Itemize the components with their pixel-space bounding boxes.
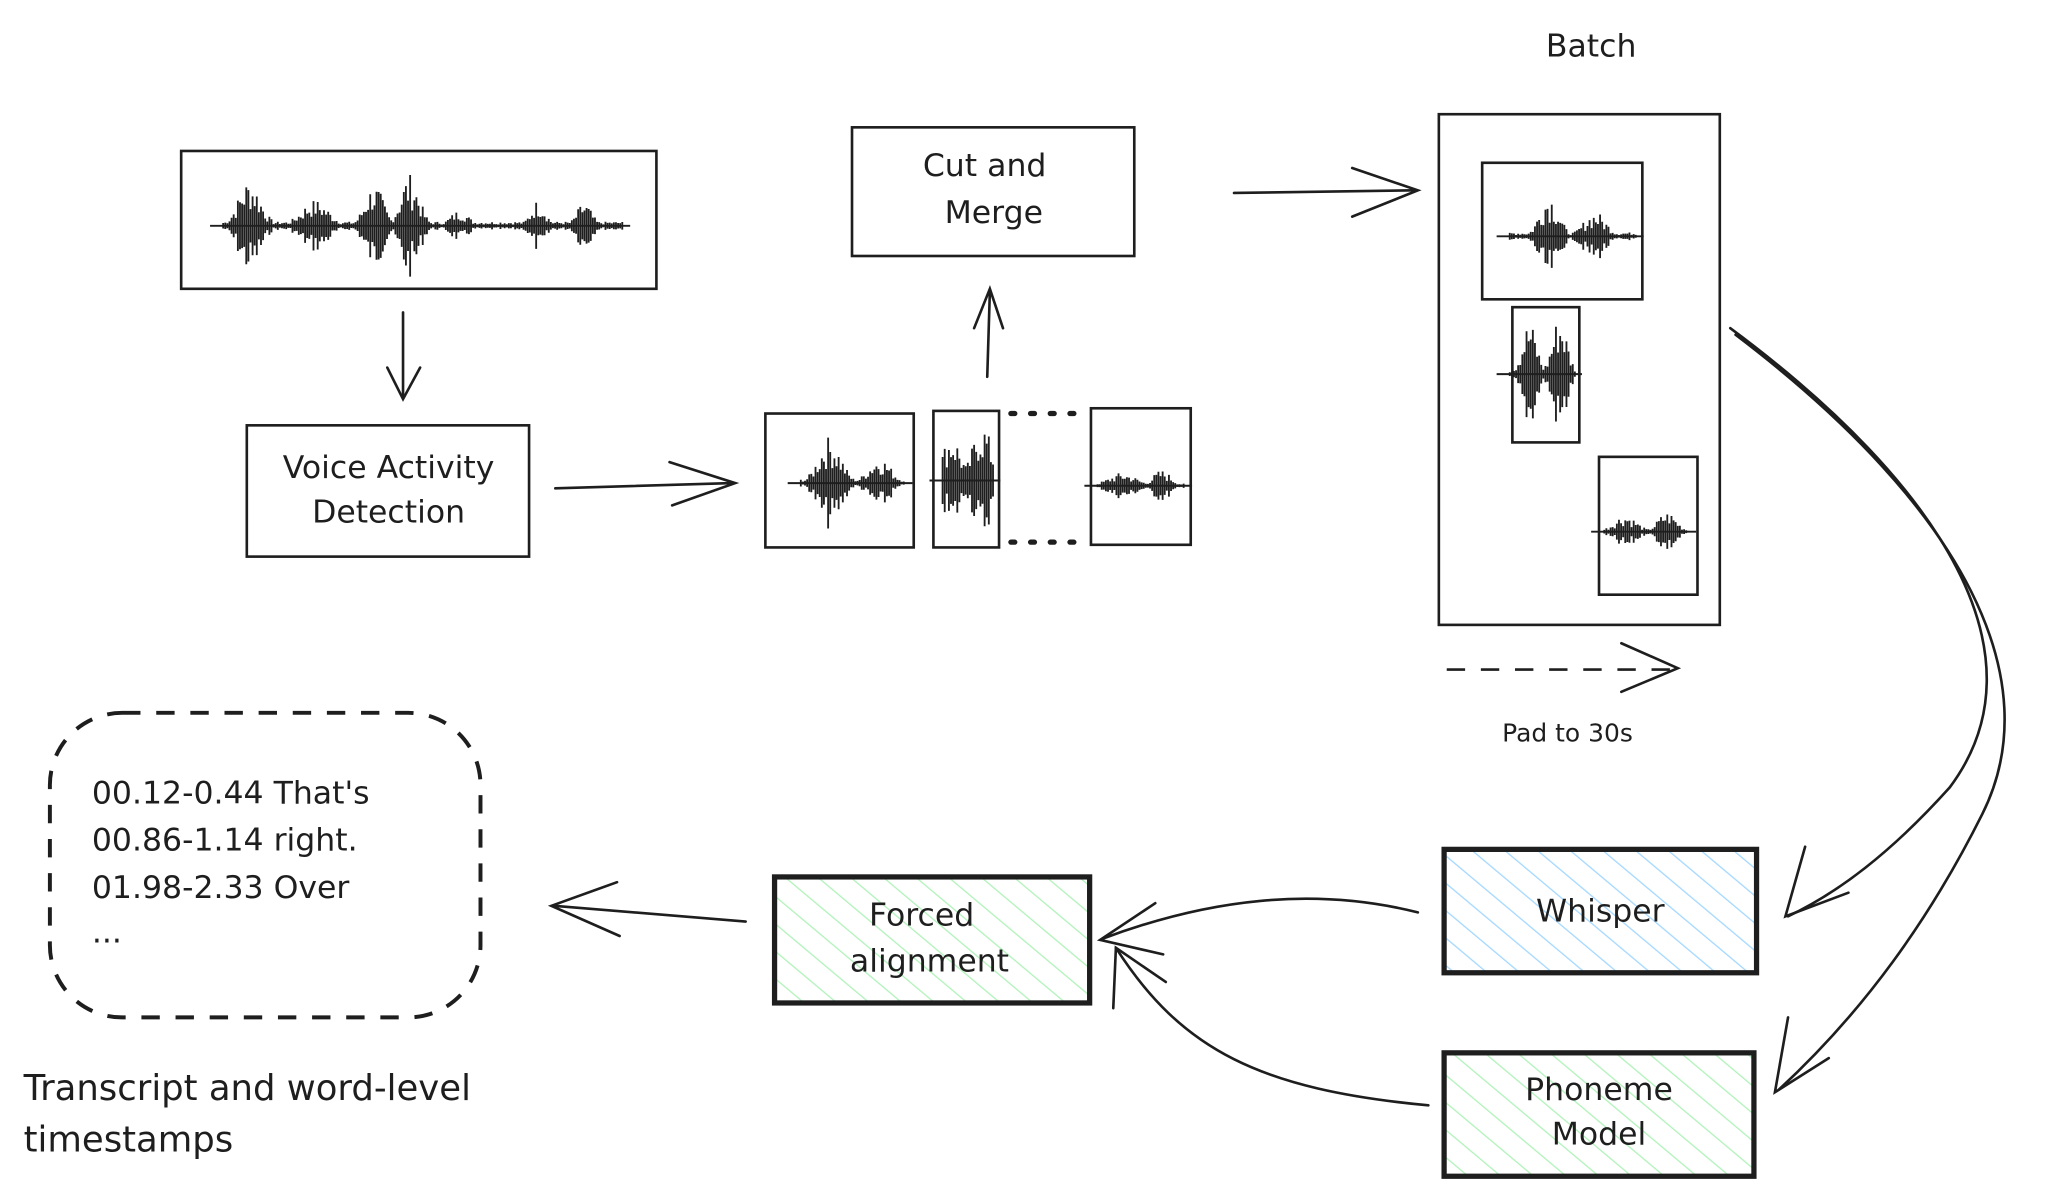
waveform-trace bbox=[222, 174, 624, 277]
waveform-trace bbox=[941, 434, 994, 527]
batch-box bbox=[1437, 112, 1722, 627]
arrow-cut-to-batch bbox=[1232, 189, 1417, 195]
transcript-line-3: 01.98-2.33 Over bbox=[92, 870, 350, 906]
arrowhead bbox=[1096, 901, 1165, 956]
alignment-label-line2: alignment bbox=[850, 943, 1009, 979]
arrowhead bbox=[972, 284, 1005, 330]
phoneme-model-box bbox=[1441, 1050, 1757, 1179]
input-waveform bbox=[210, 174, 631, 277]
output-caption-line2: timestamps bbox=[24, 1119, 234, 1160]
arrow-batch-to-whisper bbox=[1728, 326, 1988, 918]
phoneme-fill bbox=[1444, 1052, 1754, 1177]
segment-box-3 bbox=[1089, 406, 1193, 547]
forced-alignment-box bbox=[771, 874, 1093, 1006]
alignment-fill bbox=[774, 876, 1090, 1003]
arrowhead bbox=[547, 880, 621, 938]
arrowhead bbox=[385, 366, 422, 402]
vad-label-line1: Voice Activity bbox=[283, 450, 495, 486]
arrow-alignment-to-output bbox=[552, 904, 747, 923]
arrow-vad-to-segments bbox=[554, 481, 734, 490]
whisper-fill bbox=[1444, 849, 1757, 973]
pad-label: Pad to 30s bbox=[1502, 719, 1633, 748]
vad-label-line2: Detection bbox=[312, 494, 465, 530]
batch-item-3 bbox=[1597, 455, 1699, 596]
waveform-trace bbox=[1096, 471, 1185, 500]
batch-waveforms bbox=[1496, 204, 1697, 549]
arrowhead bbox=[1620, 641, 1682, 694]
arrowhead bbox=[1350, 166, 1422, 218]
segment-waveforms bbox=[787, 434, 1193, 529]
vad-box bbox=[245, 424, 531, 558]
cut-merge-box bbox=[850, 126, 1136, 258]
segment-box-2 bbox=[932, 409, 1001, 549]
transcript-line-1: 00.12-0.44 That's bbox=[92, 775, 370, 811]
waveform-trace bbox=[1603, 514, 1690, 549]
arrowhead bbox=[1783, 845, 1850, 919]
arrow-phoneme-to-alignment bbox=[1114, 946, 1430, 1107]
arrowhead bbox=[668, 460, 740, 507]
waveform-trace bbox=[799, 437, 905, 529]
output-caption-line1: Transcript and word-level bbox=[23, 1068, 471, 1109]
input-audio-box bbox=[179, 149, 658, 291]
transcript-line-4: ... bbox=[92, 915, 122, 951]
whisper-label: Whisper bbox=[1536, 894, 1665, 930]
phoneme-label-line2: Model bbox=[1552, 1117, 1647, 1153]
transcript-line-2: 00.86-1.14 right. bbox=[92, 823, 358, 859]
segment-box-1 bbox=[764, 412, 916, 549]
transcript-dashed-box bbox=[47, 710, 483, 1020]
alignment-label-line1: Forced bbox=[869, 898, 974, 934]
waveform-trace bbox=[1508, 204, 1637, 268]
phoneme-label-line1: Phoneme bbox=[1525, 1072, 1673, 1108]
arrow-batch-to-phoneme bbox=[1734, 333, 2006, 1091]
batch-title: Batch bbox=[1546, 28, 1637, 64]
whisper-box bbox=[1441, 846, 1760, 976]
arrowhead bbox=[1111, 945, 1168, 1010]
waveform-trace bbox=[1508, 326, 1576, 422]
cut-merge-line2: Merge bbox=[945, 195, 1043, 231]
batch-item-1 bbox=[1480, 161, 1644, 301]
arrow-whisper-to-alignment bbox=[1101, 897, 1420, 940]
cut-merge-line1: Cut and bbox=[923, 148, 1047, 184]
arrowhead bbox=[1773, 1016, 1831, 1095]
arrow-segments-to-cut bbox=[985, 290, 992, 379]
